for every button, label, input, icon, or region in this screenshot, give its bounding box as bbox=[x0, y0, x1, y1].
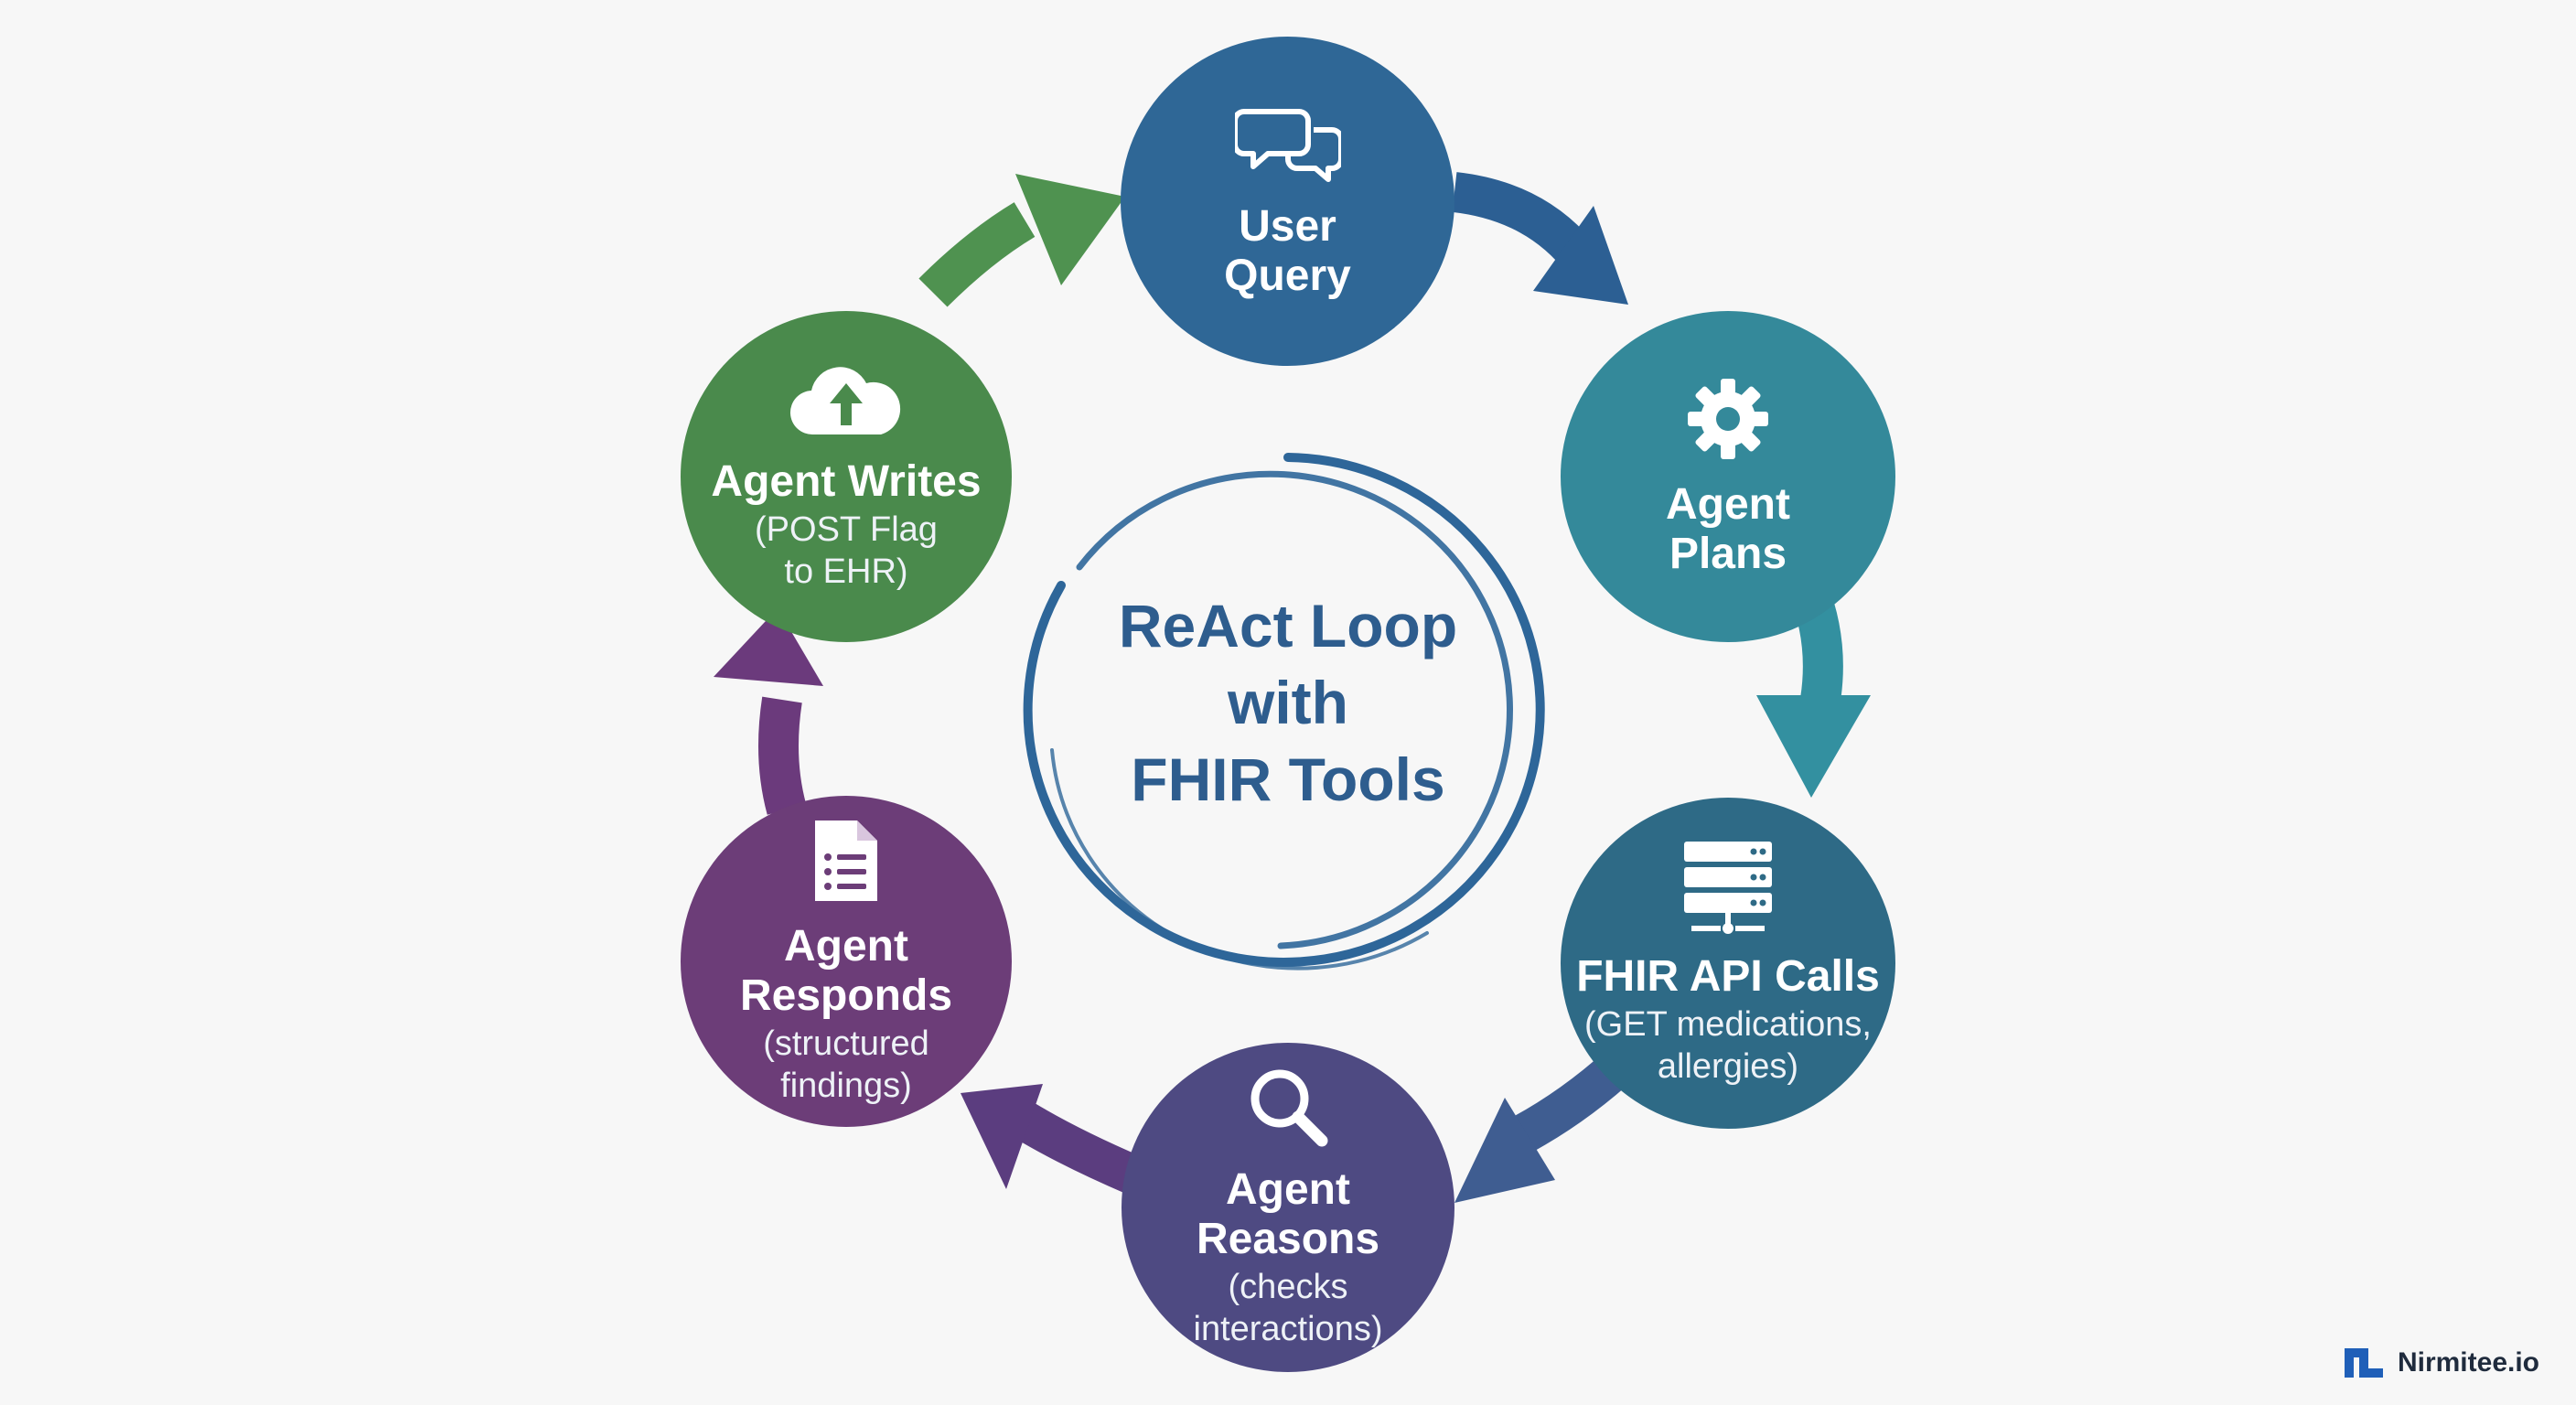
node-title: User Query bbox=[1224, 201, 1351, 300]
arrow-reasons-to-responds bbox=[1014, 1103, 1143, 1195]
arrow-plans-to-fhir-head bbox=[1756, 695, 1871, 798]
arrow-responds-to-writes bbox=[758, 696, 807, 815]
node-title: Agent Responds bbox=[739, 921, 953, 1020]
center-ring-outer bbox=[1023, 453, 1545, 967]
node-fhir-api-calls: FHIR API Calls (GET medications, allergi… bbox=[1561, 798, 1895, 1129]
node-title: Agent Reasons bbox=[1196, 1164, 1380, 1263]
node-title: Agent Plans bbox=[1666, 479, 1790, 578]
arrow-query-to-plans-head bbox=[1533, 206, 1628, 305]
arrow-reasons-to-responds-head bbox=[961, 1084, 1043, 1189]
arrow-fhir-to-reasons-head bbox=[1454, 1098, 1555, 1203]
node-agent-reasons: Agent Reasons (checks interactions) bbox=[1122, 1043, 1454, 1372]
brand-name: Nirmitee.io bbox=[2397, 1347, 2539, 1378]
cloud-upload-icon bbox=[788, 361, 905, 445]
node-subtitle: (POST Flag to EHR) bbox=[755, 509, 938, 591]
center-title: ReAct Loop with FHIR Tools bbox=[1118, 592, 1458, 813]
arrow-writes-to-query bbox=[918, 202, 1036, 307]
chat-bubbles-icon bbox=[1231, 102, 1344, 189]
document-list-icon bbox=[811, 817, 881, 909]
magnifier-icon bbox=[1247, 1066, 1329, 1153]
arrow-writes-to-query-head bbox=[1015, 174, 1125, 285]
brand-mark: Nirmitee.io bbox=[2343, 1345, 2539, 1381]
center-ring-swoosh bbox=[1050, 748, 1429, 971]
center-ring-inner bbox=[1076, 470, 1513, 949]
nirmitee-logo-icon bbox=[2343, 1345, 2385, 1381]
node-subtitle: (structured findings) bbox=[763, 1024, 929, 1105]
node-title: FHIR API Calls bbox=[1576, 951, 1880, 1001]
center-ring bbox=[1023, 453, 1545, 971]
node-agent-plans: Agent Plans bbox=[1561, 311, 1895, 642]
node-subtitle: (checks interactions) bbox=[1193, 1267, 1383, 1348]
node-title: Agent Writes bbox=[711, 456, 982, 506]
node-agent-writes: Agent Writes (POST Flag to EHR) bbox=[681, 311, 1012, 642]
arrow-responds-to-writes-head bbox=[714, 608, 823, 686]
node-agent-responds: Agent Responds (structured findings) bbox=[681, 796, 1012, 1127]
node-subtitle: (GET medications, allergies) bbox=[1584, 1004, 1872, 1086]
server-icon bbox=[1680, 840, 1776, 939]
gear-icon bbox=[1684, 375, 1772, 467]
node-user-query: User Query bbox=[1121, 37, 1454, 366]
